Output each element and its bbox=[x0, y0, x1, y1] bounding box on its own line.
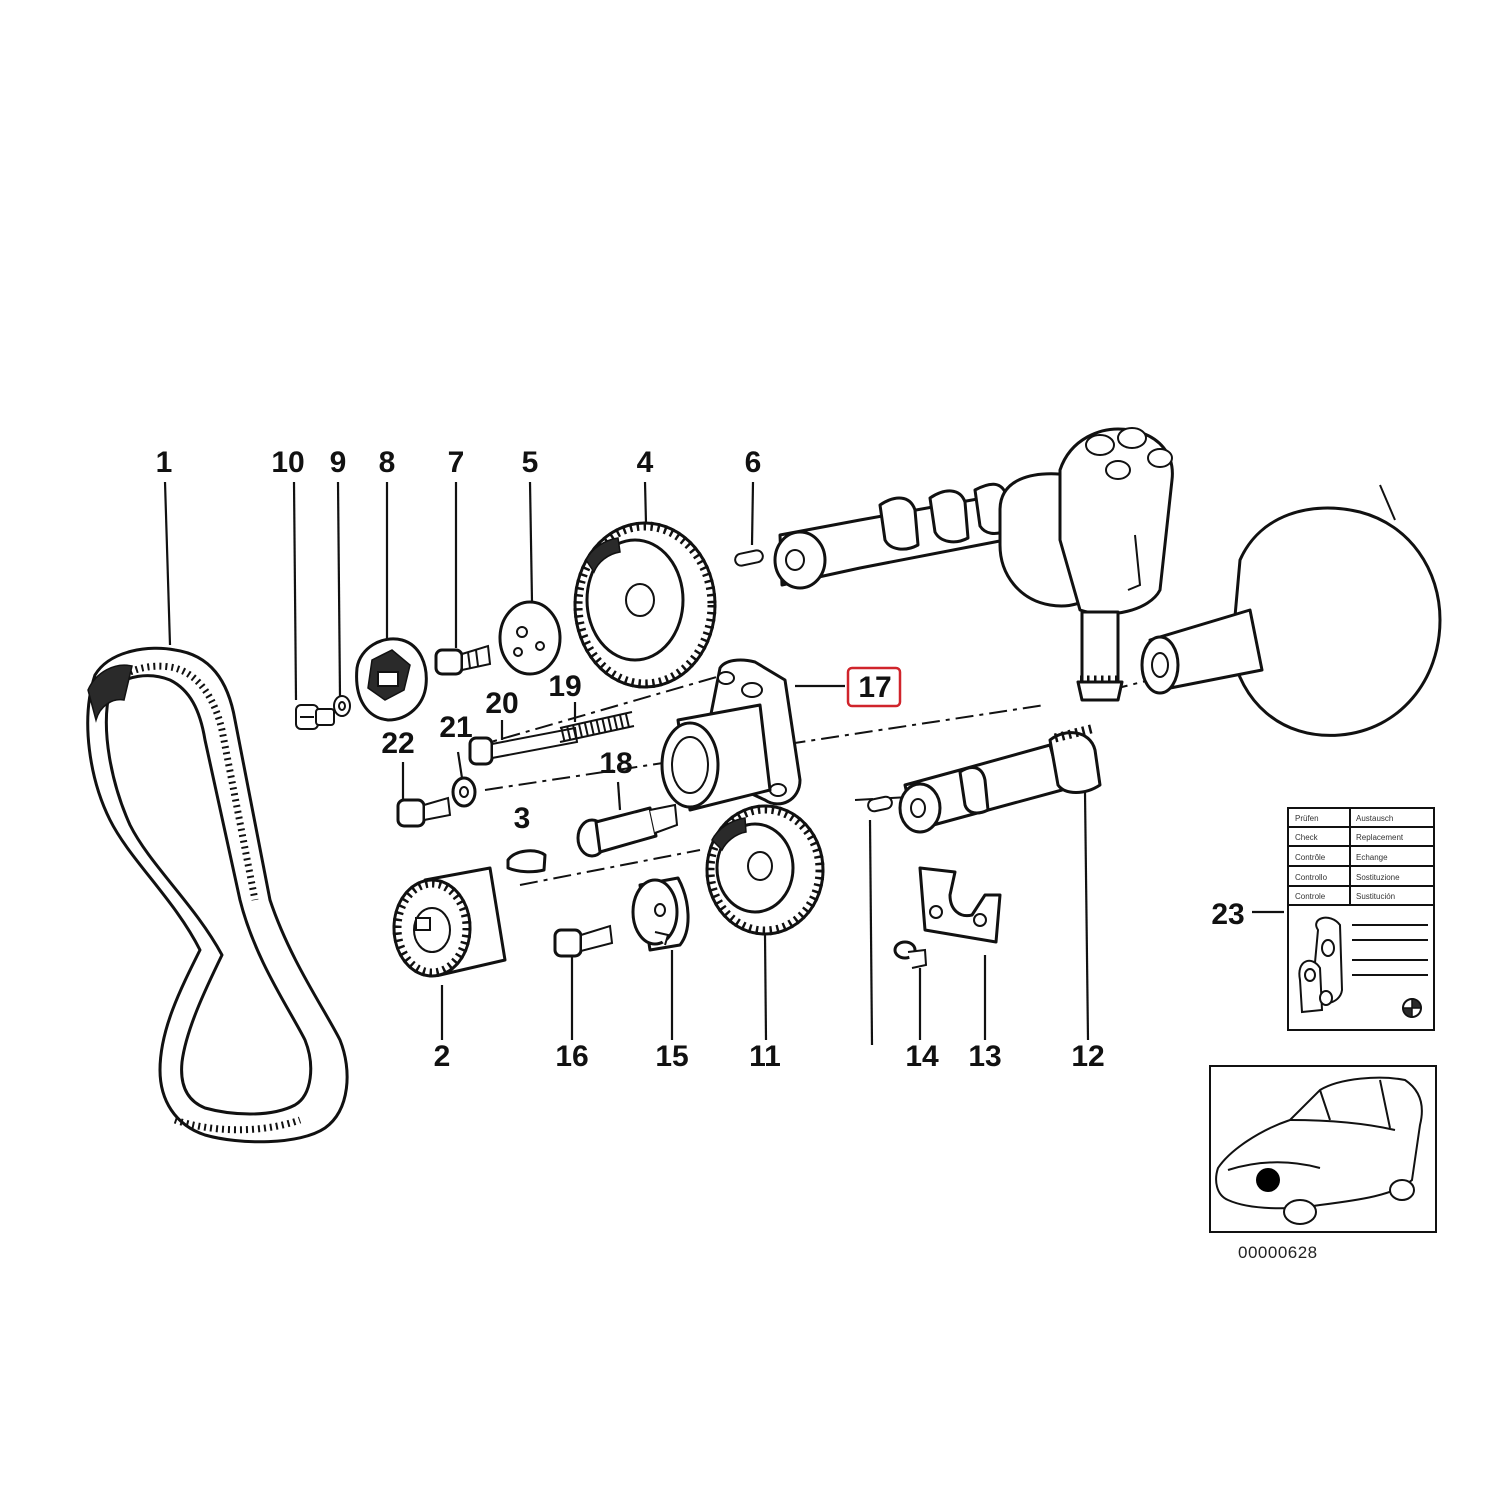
part-1-timing-belt bbox=[86, 646, 349, 1144]
label-row-3-left: Contrôle bbox=[1295, 853, 1326, 862]
callout-7: 7 bbox=[448, 446, 465, 479]
diagram-reference-number: 00000628 bbox=[1238, 1243, 1318, 1262]
part-15-washer-plate bbox=[631, 876, 690, 952]
part-13-retaining-plate bbox=[918, 866, 1002, 944]
part-14-screw bbox=[893, 940, 928, 969]
callout-4: 4 bbox=[637, 446, 654, 479]
highlight-box-part-17 bbox=[846, 666, 902, 708]
distributor bbox=[998, 427, 1174, 702]
part-10-bolt bbox=[295, 704, 335, 730]
part-18-stud bbox=[576, 803, 679, 858]
part-19-spring bbox=[559, 711, 635, 743]
label-row-2-left: Check bbox=[1295, 833, 1319, 842]
intermediate-shaft-pin bbox=[867, 795, 893, 813]
bmw-roundel-icon bbox=[1402, 998, 1422, 1018]
callout-13: 13 bbox=[968, 1040, 1001, 1073]
part-12-intermediate-shaft bbox=[898, 723, 1102, 834]
label-row-4-left: Controllo bbox=[1295, 873, 1328, 882]
part-16-bolt bbox=[553, 924, 614, 958]
part-7-bolt bbox=[434, 644, 492, 676]
callout-9: 9 bbox=[330, 446, 347, 479]
part-11-idler-sprocket bbox=[705, 804, 825, 936]
label-row-1-left: Prüfen bbox=[1295, 814, 1319, 823]
part-8-cover-piece bbox=[355, 637, 428, 722]
label-row-1-right: Austausch bbox=[1356, 814, 1393, 823]
callout-11: 11 bbox=[749, 1040, 781, 1073]
crankshaft bbox=[1140, 484, 1442, 737]
callout-2: 2 bbox=[434, 1040, 451, 1073]
part-2-crankshaft-sprocket bbox=[392, 866, 507, 978]
callout-3: 3 bbox=[514, 802, 531, 835]
part-6-pin bbox=[734, 549, 764, 567]
callout-5: 5 bbox=[522, 446, 539, 479]
callout-8: 8 bbox=[379, 446, 396, 479]
part-20-long-bolt bbox=[468, 726, 579, 766]
engine-location-dot-icon bbox=[1256, 1168, 1280, 1192]
camshaft bbox=[773, 482, 1010, 590]
callout-14: 14 bbox=[905, 1040, 939, 1073]
part-23-service-label: Prüfen Austausch Check Replacement Contr… bbox=[1287, 807, 1435, 1031]
leader-lines bbox=[163, 481, 1284, 1046]
part-21-washer bbox=[451, 776, 477, 808]
label-row-5-right: Sustitución bbox=[1356, 892, 1395, 901]
part-3-woodruff-key bbox=[506, 849, 547, 874]
label-row-4-right: Sostituzione bbox=[1356, 873, 1400, 882]
callout-17: 17 bbox=[858, 671, 891, 704]
callout-23: 23 bbox=[1211, 898, 1244, 931]
callout-20: 20 bbox=[485, 687, 518, 720]
callout-10: 10 bbox=[271, 446, 304, 479]
callout-15: 15 bbox=[655, 1040, 688, 1073]
callout-18: 18 bbox=[599, 747, 632, 780]
callout-6: 6 bbox=[745, 446, 762, 479]
callout-labels: 1 10 9 8 7 5 4 6 20 19 21 22 18 3 17 2 1… bbox=[156, 446, 1245, 1073]
label-row-2-right: Replacement bbox=[1356, 833, 1404, 842]
label-row-5-left: Controle bbox=[1295, 892, 1326, 901]
vehicle-location-inset bbox=[1209, 1065, 1437, 1233]
callout-1: 1 bbox=[156, 446, 173, 479]
label-row-3-right: Echange bbox=[1356, 853, 1388, 862]
part-9-washer bbox=[333, 695, 351, 717]
callout-12: 12 bbox=[1071, 1040, 1104, 1073]
tensioner-pulley bbox=[660, 703, 772, 812]
part-22-bolt bbox=[396, 796, 452, 828]
callout-19: 19 bbox=[548, 670, 581, 703]
part-4-camshaft-sprocket bbox=[573, 521, 717, 689]
callout-16: 16 bbox=[555, 1040, 588, 1073]
callout-21: 21 bbox=[439, 711, 472, 744]
callout-22: 22 bbox=[381, 727, 414, 760]
part-5-hub-flange bbox=[498, 600, 562, 676]
